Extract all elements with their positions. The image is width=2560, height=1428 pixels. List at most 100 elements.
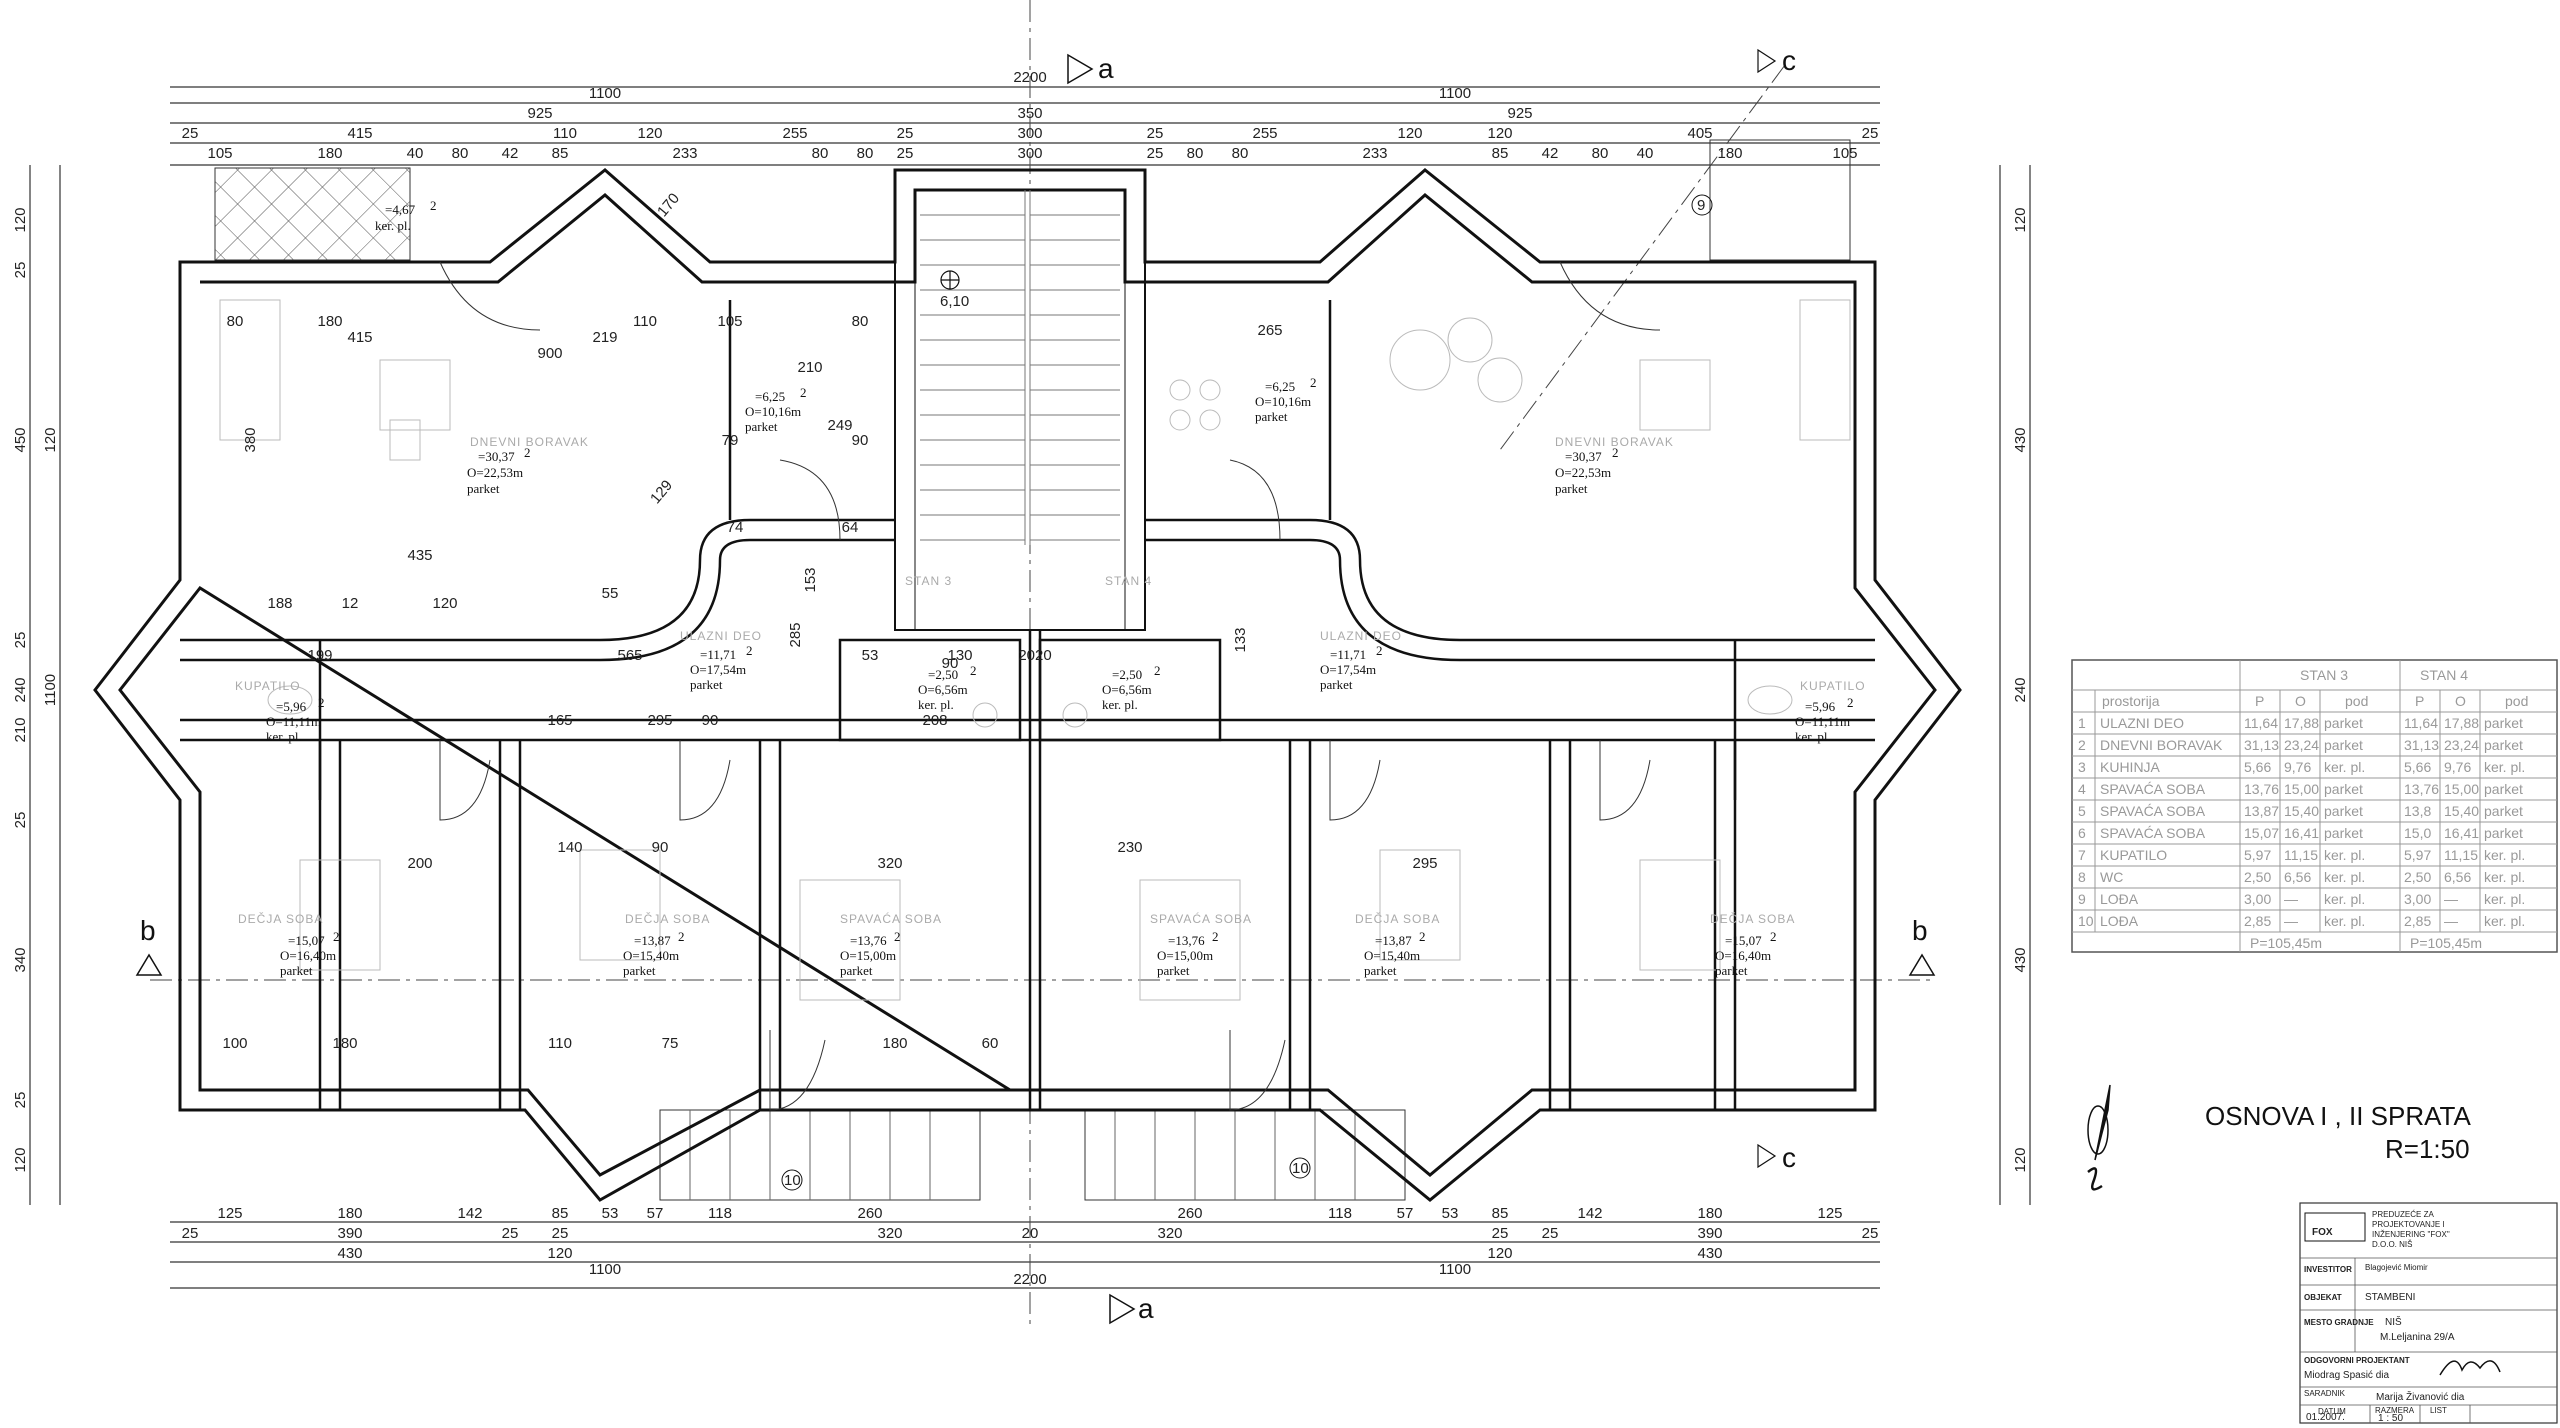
table-cell-pod3: parket bbox=[2324, 825, 2363, 841]
room-area: =6,25 bbox=[1265, 379, 1295, 394]
dim-top-2c: 925 bbox=[1507, 105, 1532, 122]
dim-bot-2-10: 25 bbox=[1862, 1225, 1879, 1242]
room-label-hall-right: ULAZNI DEO =11,71 2 O=17,54m parket bbox=[1320, 629, 1401, 692]
dim-int-4: 105 bbox=[717, 313, 742, 330]
dim-int-0: 80 bbox=[227, 313, 244, 330]
table-cell-name: WC bbox=[2100, 869, 2123, 885]
table-cell-pod4: ker. pl. bbox=[2484, 847, 2525, 863]
room-perim: O=17,54m bbox=[690, 662, 746, 677]
dim-top-4-0: 105 bbox=[207, 145, 232, 162]
dim-int-34: 110 bbox=[548, 1035, 572, 1052]
table-cell-o3: 11,15 bbox=[2284, 847, 2318, 863]
table-cell-o3: 17,88 bbox=[2284, 715, 2319, 731]
signature-icon bbox=[2439, 1360, 2501, 1376]
section-arrow-a-bottom bbox=[1109, 1293, 1136, 1325]
dim-int-26: 295 bbox=[1412, 855, 1437, 872]
dim-bot-1-2: 142 bbox=[457, 1205, 482, 1222]
table-cell-p3: 13,87 bbox=[2244, 803, 2279, 819]
table-cell-p3: 11,64 bbox=[2244, 715, 2278, 731]
table-header-stan-3: STAN 3 bbox=[2300, 667, 2348, 683]
dim-int-24: 320 bbox=[877, 855, 902, 872]
room-name: DEČJA SOBA bbox=[1355, 911, 1440, 926]
dim-top-4-17: 80 bbox=[1592, 145, 1609, 162]
loggia-top-right bbox=[1709, 139, 1851, 261]
dim-int-14: 435 bbox=[407, 547, 432, 564]
room-perim: O=15,00m bbox=[840, 948, 896, 963]
dim-top-4-3: 80 bbox=[452, 145, 469, 162]
exterior-walls bbox=[93, 168, 1962, 1202]
room-area-sup: 2 bbox=[1376, 643, 1383, 658]
table-cell-p4: 31,13 bbox=[2404, 737, 2439, 753]
dim-left-9: 340 bbox=[12, 947, 29, 972]
dim-int-2: 415 bbox=[347, 329, 372, 346]
table-subheader-o3: O bbox=[2295, 693, 2306, 709]
dim-bot-half-left: 1100 bbox=[589, 1261, 621, 1278]
razmera-label: RAZMERA bbox=[2375, 1406, 2415, 1415]
dim-top-3-4: 255 bbox=[782, 125, 807, 142]
room-label-bedroom-2: DEČJA SOBA =13,87 2 O=15,40m parket bbox=[623, 911, 709, 978]
room-floor: parket bbox=[1157, 963, 1190, 978]
dim-int-28: 140 bbox=[557, 839, 582, 856]
dim-bot-1-0: 125 bbox=[217, 1205, 242, 1222]
room-name: DEČJA SOBA bbox=[238, 911, 323, 926]
room-label-wc-right: =2,50 2 O=6,56m ker. pl. bbox=[1102, 663, 1161, 712]
dim-left-1: 25 bbox=[12, 262, 29, 279]
dim-int-33: 180 bbox=[882, 1035, 907, 1052]
table-cell-p4: 15,0 bbox=[2404, 825, 2431, 841]
dim-int-12: 90 bbox=[852, 432, 869, 449]
dim-bot-1-12: 85 bbox=[1492, 1205, 1509, 1222]
room-perim: O=15,40m bbox=[1364, 948, 1420, 963]
table-cell-o4: 9,76 bbox=[2444, 759, 2471, 775]
dim-int-31: 75 bbox=[662, 1035, 679, 1052]
room-labels: =4,67 2 ker. pl. =6,25 2 O=10,16m parket… bbox=[235, 198, 1866, 978]
datum-label: DATUM bbox=[2318, 1407, 2346, 1416]
room-area-sup: 2 bbox=[1612, 445, 1619, 460]
dim-bot-1-8: 260 bbox=[1177, 1205, 1202, 1222]
dim-right-1: 240 bbox=[2012, 677, 2029, 702]
room-area-sup: 2 bbox=[894, 929, 901, 944]
dim-bot-half-right: 1100 bbox=[1439, 1261, 1471, 1278]
room-area-sup: 2 bbox=[1770, 929, 1777, 944]
table-cell-pod4: parket bbox=[2484, 825, 2523, 841]
table-cell-p4: 5,66 bbox=[2404, 759, 2431, 775]
dim-bot-1-7: 260 bbox=[857, 1205, 882, 1222]
room-name: ULAZNI DEO bbox=[680, 629, 762, 643]
room-name: DEČJA SOBA bbox=[1710, 911, 1795, 926]
list-label: LIST bbox=[2430, 1406, 2447, 1415]
table-cell-num: 6 bbox=[2078, 825, 2086, 841]
dim-int-1: 180 bbox=[317, 313, 342, 330]
room-floor: parket bbox=[467, 481, 500, 496]
room-perim: O=11,11m bbox=[1795, 714, 1850, 729]
room-floor: ker. pl. bbox=[375, 218, 411, 233]
dim-top-3-9: 120 bbox=[1397, 125, 1422, 142]
room-area: =13,87 bbox=[634, 933, 671, 948]
room-area: =5,96 bbox=[276, 699, 307, 714]
dim-left-10: 25 bbox=[12, 1092, 29, 1109]
table-cell-pod3: ker. pl. bbox=[2324, 913, 2365, 929]
table-cell-p4: 11,64 bbox=[2404, 715, 2438, 731]
door-swings bbox=[439, 261, 1661, 1111]
room-area-sup: 2 bbox=[333, 929, 340, 944]
table-cell-num: 3 bbox=[2078, 759, 2086, 775]
dim-top-4-18: 40 bbox=[1637, 145, 1654, 162]
dim-top-3-5: 25 bbox=[897, 125, 914, 142]
table-cell-p4: 2,85 bbox=[2404, 913, 2431, 929]
table-subheader-p3: P bbox=[2255, 693, 2264, 709]
loggia-top-left bbox=[214, 167, 411, 261]
table-cell-o4: 17,88 bbox=[2444, 715, 2479, 731]
dim-int-10: 249 bbox=[827, 417, 852, 434]
dim-int-38: 74 bbox=[727, 519, 744, 536]
room-floor: parket bbox=[1555, 481, 1588, 496]
dim-int-7: 900 bbox=[537, 345, 562, 362]
dim-top-3-6: 300 bbox=[1017, 125, 1042, 142]
dim-left-11: 120 bbox=[12, 1147, 29, 1172]
room-perim: O=17,54m bbox=[1320, 662, 1376, 677]
razmera-value: 1 : 50 bbox=[2378, 1413, 2403, 1424]
objekat-value: STAMBENI bbox=[2365, 1292, 2415, 1303]
dim-int-40: 153 bbox=[802, 567, 819, 592]
room-name: KUPATILO bbox=[1800, 679, 1866, 693]
dim-bot-2-0: 25 bbox=[182, 1225, 199, 1242]
room-area-sup: 2 bbox=[678, 929, 685, 944]
dim-int-16: 12 bbox=[342, 595, 359, 612]
table-cell-pod3: ker. pl. bbox=[2324, 869, 2365, 885]
